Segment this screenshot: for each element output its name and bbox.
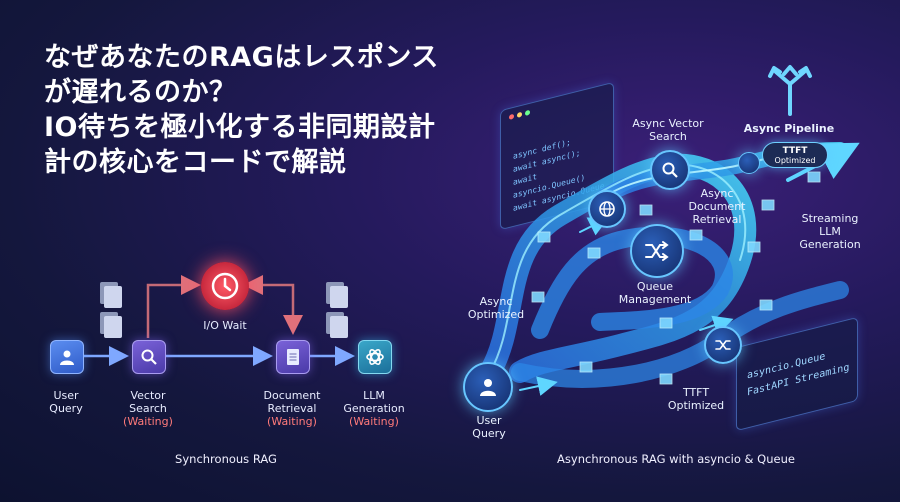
- document-icon: [104, 286, 122, 308]
- page-title: なぜあなたのRAGはレスポンス が遅れるのか？ IO待ちを極小化する非同期設計 …: [44, 40, 464, 180]
- io-wait-label: I/O Wait: [203, 319, 247, 332]
- title-line-2: が遅れるのか？: [44, 77, 237, 108]
- title-line-4: 計の核心をコードで解説: [44, 147, 347, 178]
- vector-search-circle: [650, 150, 690, 190]
- streaming-circle: [704, 326, 742, 364]
- search-icon: [141, 349, 157, 365]
- async-caption: Asynchronous RAG with asyncio & Queue: [557, 452, 795, 466]
- async-user-query-label: User Query: [472, 414, 506, 440]
- clock-icon: [201, 262, 249, 310]
- split-arrows-icon: [768, 65, 812, 116]
- document-retrieval-node: [276, 340, 310, 374]
- llm-generation-label: LLM Generation (Waiting): [343, 389, 405, 428]
- queue-management-circle: [630, 224, 684, 278]
- async-vector-search-label: Async Vector Search: [632, 117, 704, 143]
- shuffle-icon: [715, 340, 731, 350]
- title-line-3: IO待ちを極小化する非同期設計: [44, 112, 436, 143]
- streaming-llm-label: Streaming LLM Generation: [799, 212, 861, 251]
- llm-generation-node: [358, 340, 392, 374]
- ttft-pill: TTFT Optimized: [762, 142, 828, 168]
- title-line-1: なぜあなたのRAGはレスポンス: [44, 42, 439, 73]
- document-icon: [287, 349, 299, 365]
- async-doc-retrieval-label: Async Document Retrieval: [688, 187, 746, 226]
- web-search-circle: [588, 190, 626, 228]
- shuffle-icon: [645, 241, 669, 261]
- async-optimized-label: Async Optimized: [467, 295, 525, 321]
- globe-icon: [599, 201, 615, 217]
- document-icon: [330, 316, 348, 338]
- document-icon: [104, 316, 122, 338]
- user-icon: [60, 350, 74, 365]
- ai-knot-icon: [366, 349, 384, 365]
- search-icon: [662, 162, 678, 178]
- user-query-node: [50, 340, 84, 374]
- queue-management-label: Queue Management: [618, 280, 692, 306]
- vector-search-label: Vector Search (Waiting): [123, 389, 173, 428]
- user-query-label: User Query: [49, 389, 83, 415]
- ttft-optimized-label: TTFT Optimized: [667, 386, 725, 412]
- vector-search-node: [132, 340, 166, 374]
- sync-caption: Synchronous RAG: [175, 452, 277, 466]
- user-query-circle: [463, 362, 513, 412]
- document-retrieval-label: Document Retrieval (Waiting): [263, 389, 321, 428]
- user-icon: [480, 379, 496, 396]
- node-dot: [738, 152, 760, 174]
- document-icon: [330, 286, 348, 308]
- async-pipeline-label: Async Pipeline: [743, 122, 835, 135]
